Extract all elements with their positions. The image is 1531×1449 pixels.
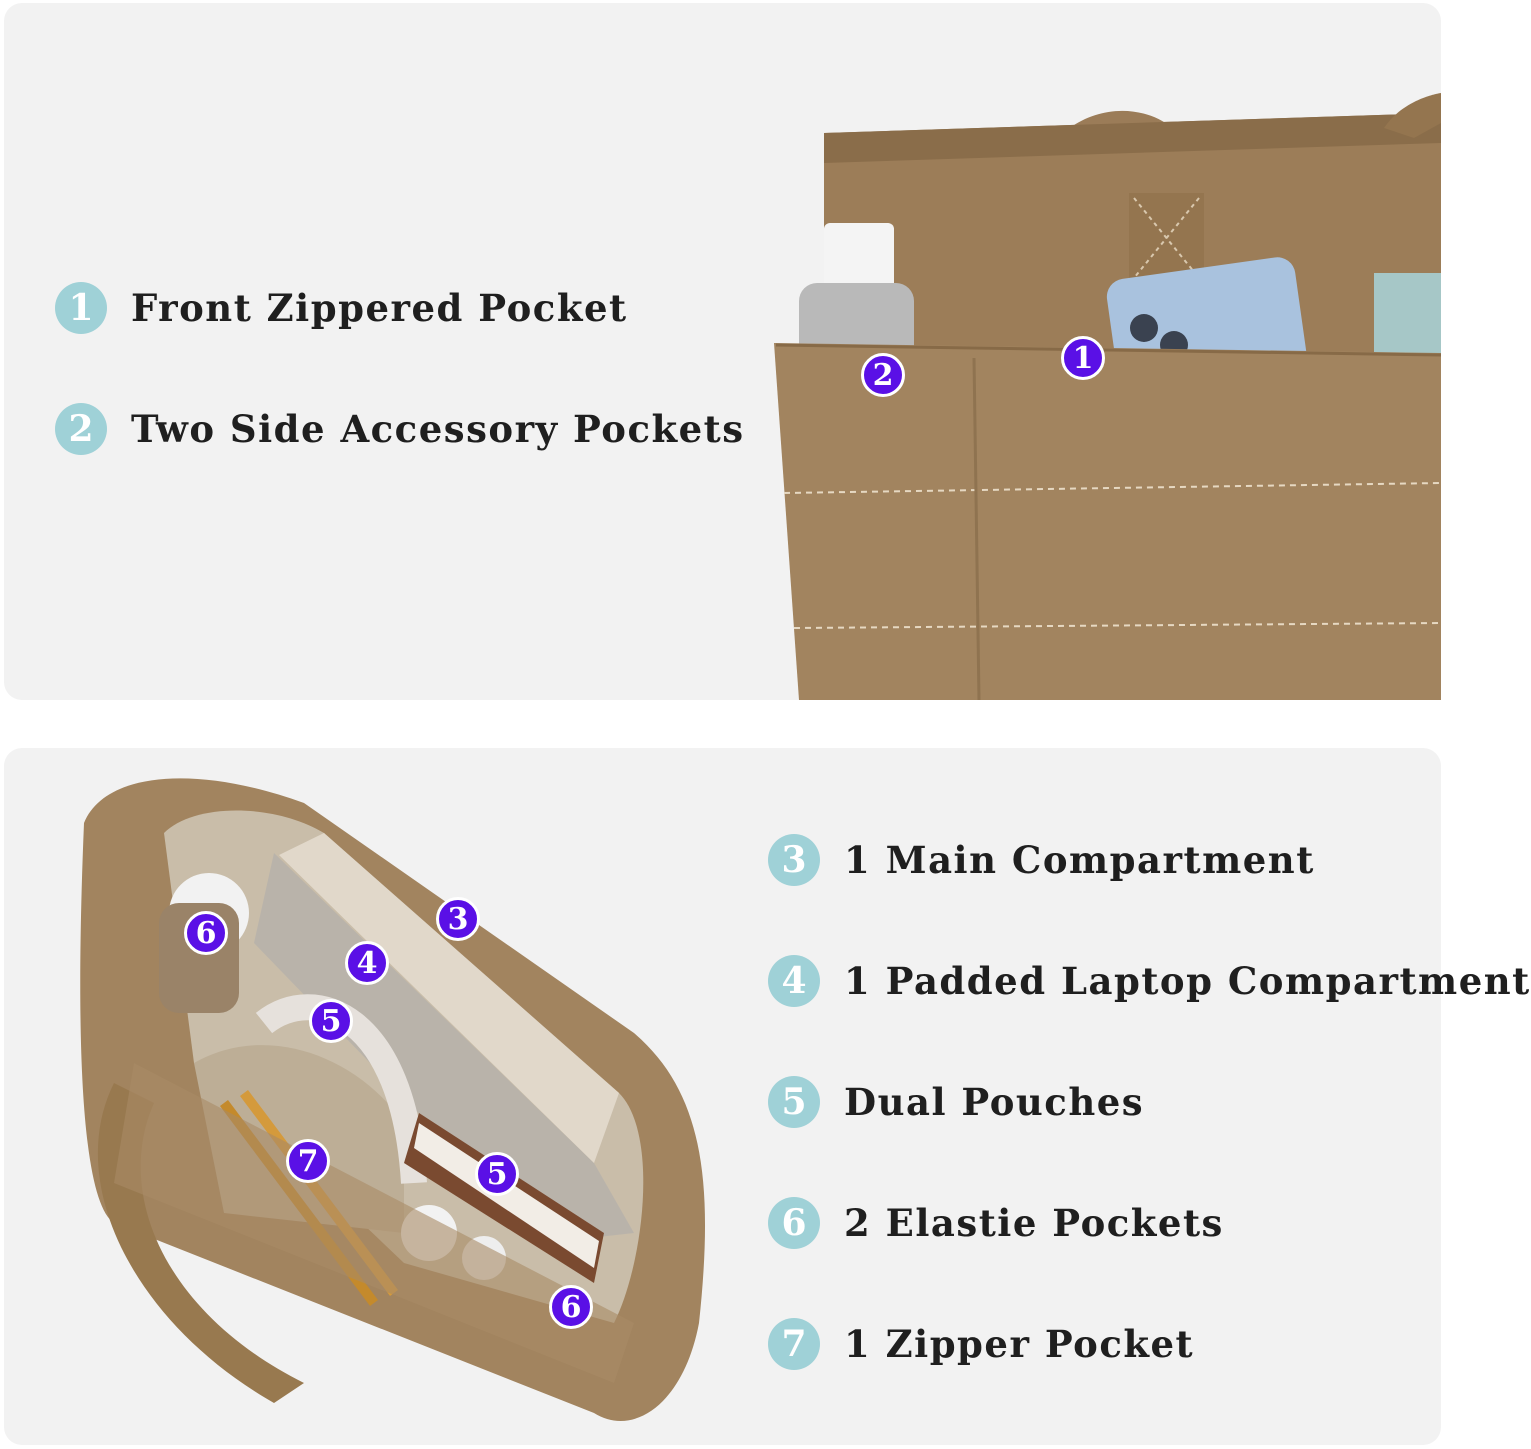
photo-marker: 3 [436,897,480,941]
feature-label: 2 Elastie Pockets [844,1201,1224,1245]
feature-item: 6 2 Elastie Pockets [768,1197,1224,1249]
feature-item: 3 1 Main Compartment [768,834,1315,886]
photo-marker: 1 [1061,336,1105,380]
feature-label: 1 Main Compartment [844,838,1315,882]
feature-item: 2 Two Side Accessory Pockets [55,403,745,455]
tote-bag-interior-photo [80,778,706,1421]
feature-label: 1 Zipper Pocket [844,1322,1195,1366]
tote-bag-exterior-photo [774,93,1442,701]
top-feature-panel: 1 Front Zippered Pocket 2 Two Side Acces… [4,3,1442,701]
photo-marker: 6 [184,911,228,955]
photo-marker: 2 [861,353,905,397]
feature-item: 5 Dual Pouches [768,1076,1144,1128]
feature-item: 4 1 Padded Laptop Compartment [768,955,1531,1007]
feature-number-badge: 4 [768,955,820,1007]
feature-label: Front Zippered Pocket [131,286,628,330]
feature-label: 1 Padded Laptop Compartment [844,959,1531,1003]
feature-number-badge: 3 [768,834,820,886]
feature-item: 7 1 Zipper Pocket [768,1318,1194,1370]
feature-number-badge: 6 [768,1197,820,1249]
photo-marker: 7 [286,1139,330,1183]
feature-item: 1 Front Zippered Pocket [55,282,628,334]
bottom-feature-panel: 6 3 4 5 7 5 6 3 1 Main Compartment 4 1 P… [4,748,1529,1445]
feature-label: Two Side Accessory Pockets [131,407,745,451]
photo-marker: 5 [309,999,353,1043]
photo-marker: 5 [475,1152,519,1196]
feature-label: Dual Pouches [844,1080,1145,1124]
feature-number-badge: 2 [55,403,107,455]
photo-marker: 4 [345,941,389,985]
feature-number-badge: 7 [768,1318,820,1370]
feature-number-badge: 1 [55,282,107,334]
photo-marker: 6 [549,1285,593,1329]
feature-number-badge: 5 [768,1076,820,1128]
